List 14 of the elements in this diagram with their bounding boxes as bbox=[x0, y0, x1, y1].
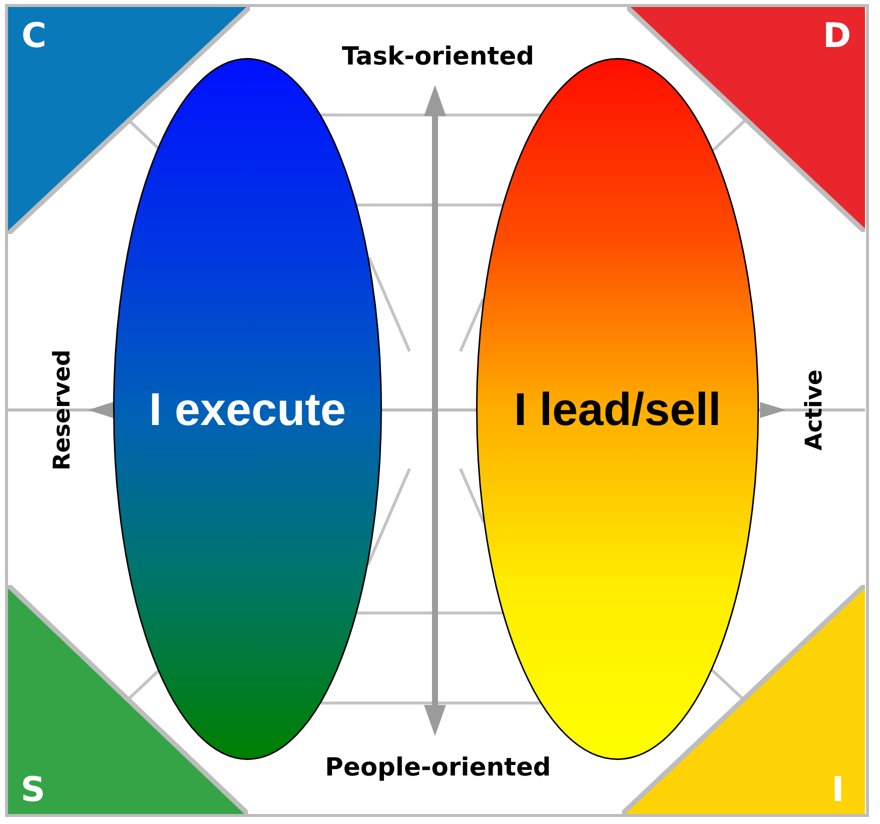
axis-label: Reserved bbox=[52, 350, 74, 470]
quadrant-triangle bbox=[8, 7, 250, 234]
quadrant-triangle bbox=[622, 585, 865, 814]
ellipse-label: I lead/sell bbox=[514, 386, 722, 432]
axis-label: People-oriented bbox=[325, 754, 551, 780]
axis-label: Active bbox=[804, 370, 826, 450]
ellipse-label: I execute bbox=[149, 386, 346, 432]
quadrant-letter: C bbox=[22, 19, 46, 53]
axis-label: Task-oriented bbox=[342, 44, 534, 68]
quadrant-letter: S bbox=[20, 773, 46, 807]
quadrant-triangle bbox=[8, 585, 248, 814]
quadrant-letter: I bbox=[832, 773, 844, 807]
quadrant-letter: D bbox=[822, 19, 852, 53]
quadrant-triangle bbox=[627, 7, 865, 232]
